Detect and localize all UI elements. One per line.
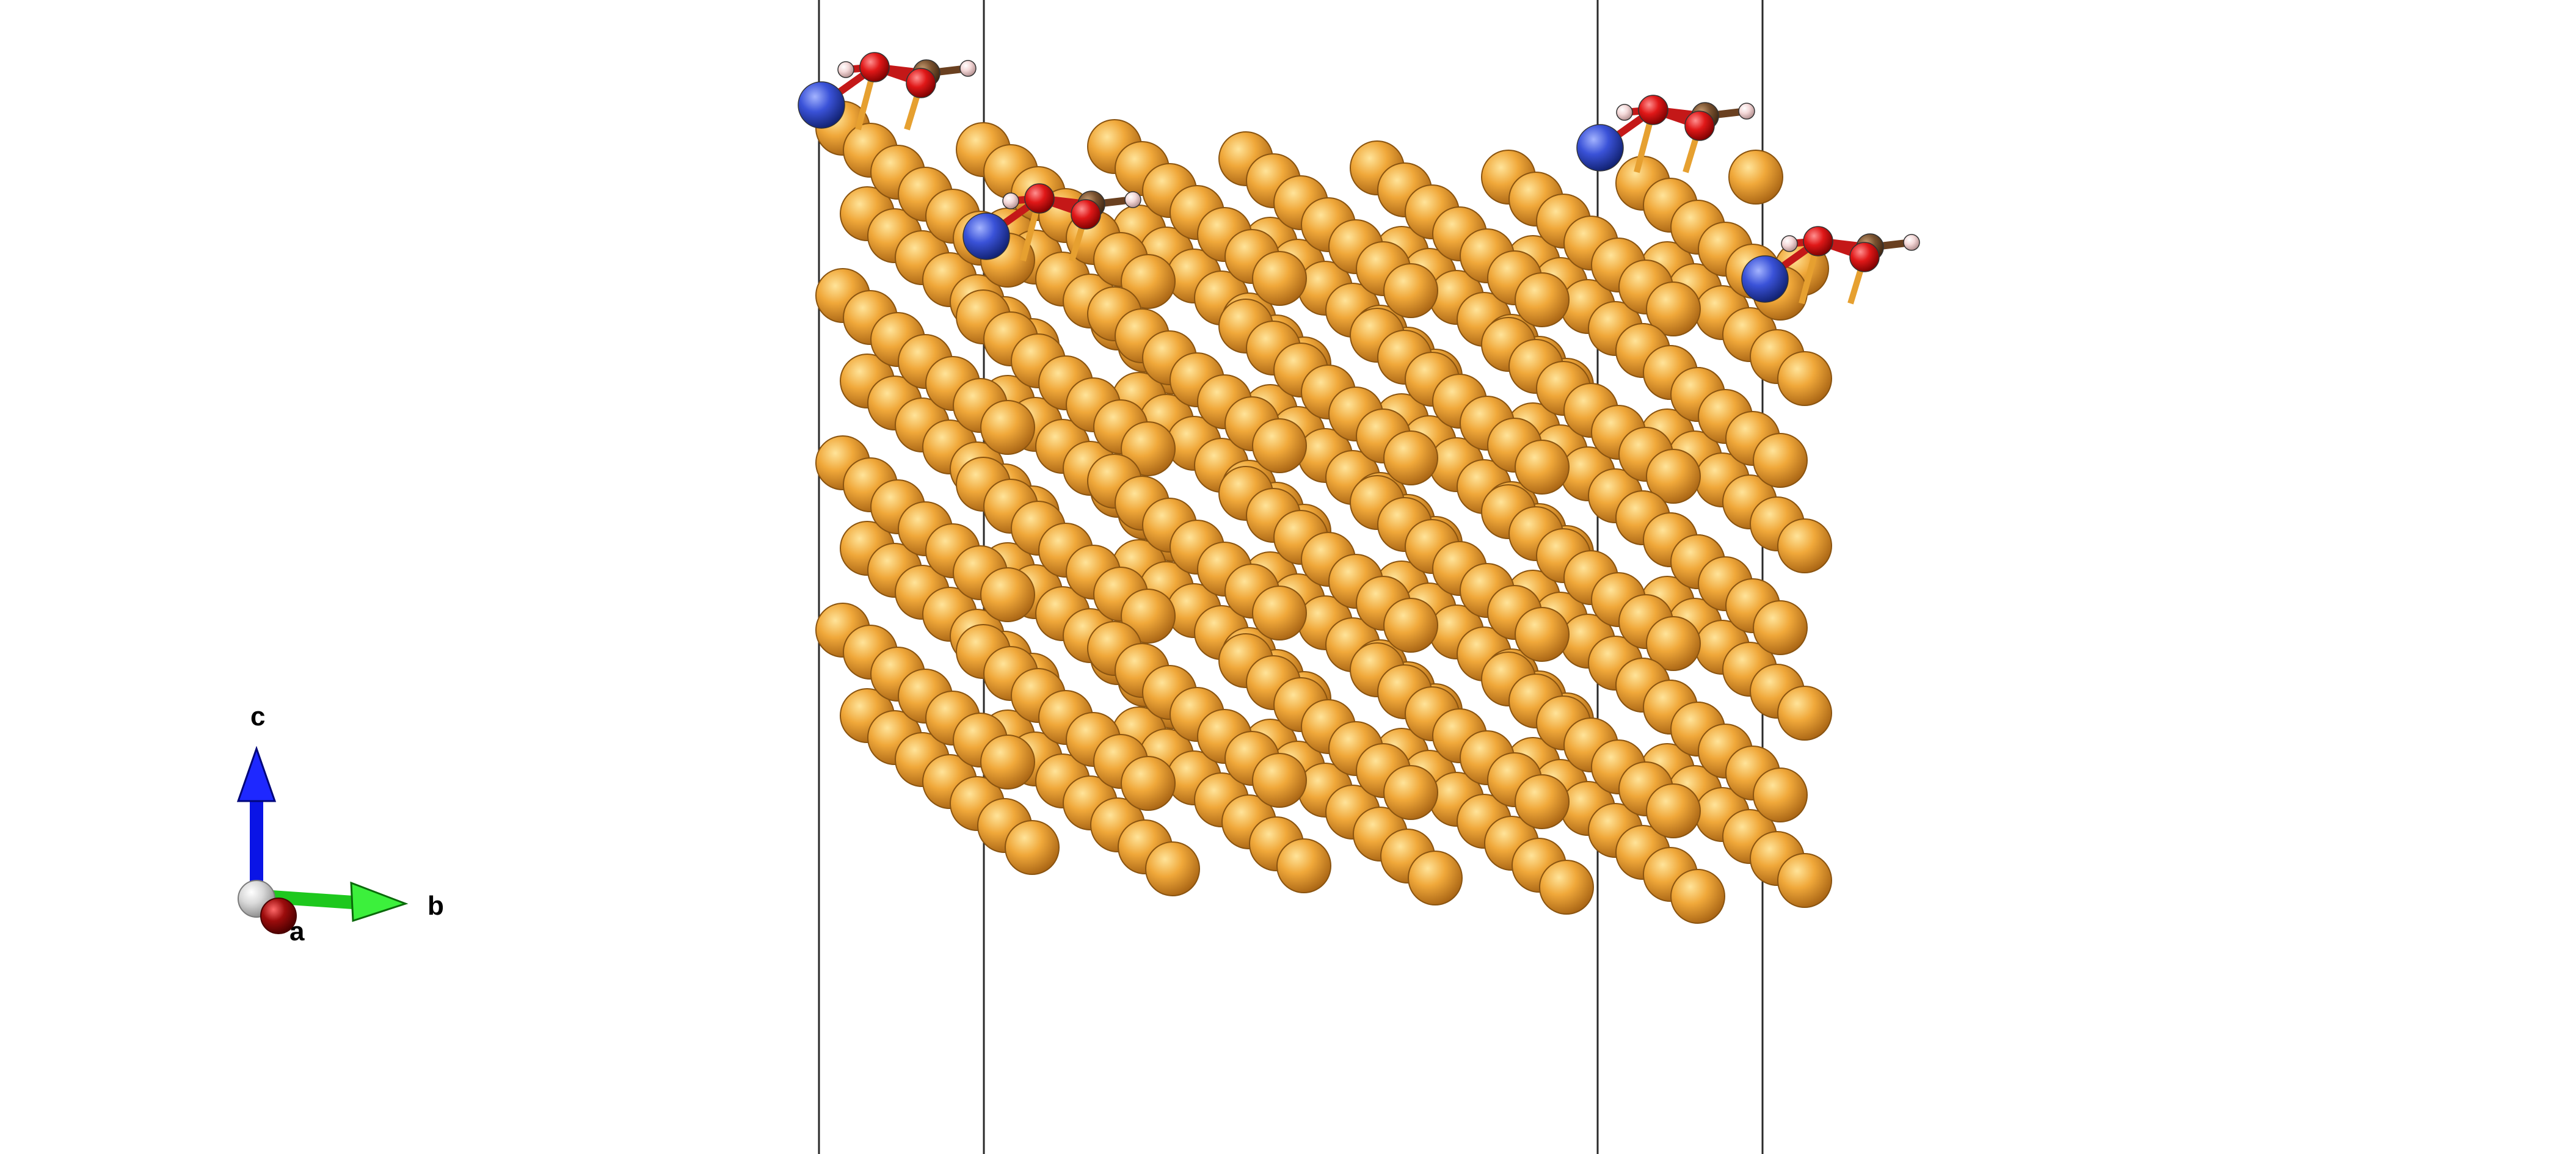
gold-atom[interactable] [980,400,1035,455]
oxygen-atom[interactable] [1071,199,1101,230]
gold-atom[interactable] [1515,272,1570,327]
gold-atom[interactable] [1515,774,1570,829]
gold-atom[interactable] [1252,753,1307,808]
adsorbate-molecule[interactable] [962,183,1141,262]
gold-atom[interactable] [1252,418,1307,473]
gold-atom[interactable] [1383,765,1438,820]
hydrogen-atom[interactable] [1002,192,1019,209]
gold-atom[interactable] [1121,421,1176,476]
b-axis-label: b [428,891,444,921]
a-axis-label: a [289,916,305,946]
gold-atom[interactable] [1777,351,1832,406]
gold-atom[interactable] [1753,768,1808,822]
oxygen-atom[interactable] [859,52,890,82]
adsorbate-molecule[interactable] [1741,226,1920,305]
axes-indicator: c b a [236,702,444,946]
gold-atom[interactable] [1646,281,1701,336]
gold-atom[interactable] [1408,851,1463,905]
hydrogen-atom[interactable] [1903,234,1920,251]
gold-atom[interactable] [1777,853,1832,908]
gold-atom[interactable] [1753,600,1808,655]
gold-atom[interactable] [1383,598,1438,653]
oxygen-atom[interactable] [1024,183,1055,214]
hydrogen-atom[interactable] [1781,235,1798,252]
a-axis-sphere [260,898,297,934]
adsorbate-molecule[interactable] [798,52,977,131]
adsorbate-molecules[interactable] [798,52,1920,305]
b-axis-shaft [262,890,354,909]
gold-atom[interactable] [1539,860,1594,915]
gold-atom[interactable] [1121,254,1176,309]
b-axis-arrowhead [350,881,409,923]
oxygen-atom[interactable] [1684,111,1715,141]
gold-atom[interactable] [1646,449,1701,504]
gold-atom[interactable] [1252,251,1307,306]
gold-atom[interactable] [1005,820,1060,875]
oxygen-atom[interactable] [1803,226,1833,256]
nitrogen-atom[interactable] [962,212,1010,260]
gold-atom[interactable] [1753,433,1808,488]
gold-atom[interactable] [1670,869,1725,924]
gold-atom[interactable] [1646,616,1701,671]
hydrogen-atom[interactable] [1738,103,1755,120]
adsorbate-molecule[interactable] [1576,95,1755,173]
c-axis-arrowhead [236,746,277,802]
nitrogen-atom[interactable] [1741,255,1789,303]
gold-atom[interactable] [1276,838,1331,893]
gold-atom[interactable] [1383,263,1438,318]
gold-atom[interactable] [1145,841,1200,896]
gold-atom[interactable] [1252,586,1307,641]
c-axis-label: c [250,702,265,731]
gold-atom[interactable] [1515,607,1570,662]
gold-slab[interactable] [815,101,1832,924]
hydrogen-atom[interactable] [1124,191,1141,208]
gold-atom[interactable] [1777,518,1832,573]
gold-atom[interactable] [1515,440,1570,495]
gold-atom[interactable] [980,567,1035,622]
nitrogen-atom[interactable] [798,81,845,129]
oxygen-atom[interactable] [1849,242,1880,272]
hydrogen-atom[interactable] [1616,104,1633,121]
oxygen-atom[interactable] [906,68,936,98]
gold-atom[interactable] [1383,430,1438,485]
gold-atom[interactable] [980,735,1035,789]
hydrogen-atom[interactable] [959,60,977,77]
gold-atom[interactable] [1728,150,1783,205]
gold-atom[interactable] [1121,756,1176,811]
gold-atom[interactable] [1777,686,1832,741]
gold-atom[interactable] [1646,783,1701,838]
nitrogen-atom[interactable] [1576,124,1624,172]
oxygen-atom[interactable] [1638,95,1668,125]
gold-atom[interactable] [1121,589,1176,644]
hydrogen-atom[interactable] [837,61,854,78]
